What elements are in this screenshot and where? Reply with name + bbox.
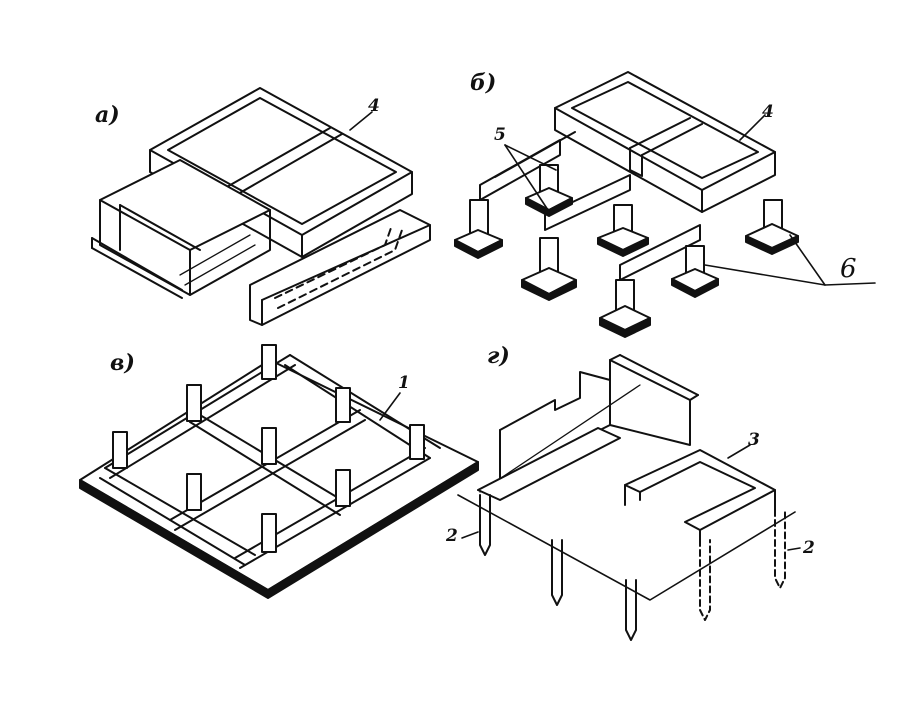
panel-label-b: б) — [470, 70, 497, 96]
callout-4-panel-a: 4 — [368, 96, 380, 116]
column-3 — [521, 237, 577, 301]
column-foundation-diagram — [454, 71, 876, 338]
callout-5: 5 — [494, 125, 506, 145]
column-1 — [454, 199, 503, 259]
callout-2-right: 2 — [803, 538, 815, 558]
column-4 — [597, 204, 649, 257]
callout-1: 1 — [398, 373, 410, 393]
callout-3: 3 — [748, 430, 760, 450]
column-5 — [599, 279, 651, 338]
callout-6: 6 — [840, 254, 857, 284]
pile-foundation-diagram — [457, 354, 801, 641]
strip-foundation-diagram — [91, 87, 431, 326]
column-7 — [745, 199, 799, 255]
panel-label-a: а) — [95, 102, 120, 128]
callout-4-panel-b: 4 — [762, 102, 774, 122]
panel-label-g: г) — [487, 343, 510, 369]
callout-2-left: 2 — [446, 526, 458, 546]
column-6 — [671, 245, 719, 298]
pile-1 — [479, 494, 491, 556]
pile-5 — [774, 509, 786, 589]
panel-label-v: в) — [110, 350, 135, 376]
pile-3 — [625, 579, 637, 641]
pile-4 — [699, 539, 711, 621]
pile-2 — [551, 539, 563, 606]
slab-grid-foundation-diagram — [79, 344, 479, 599]
column-2 — [525, 164, 573, 217]
